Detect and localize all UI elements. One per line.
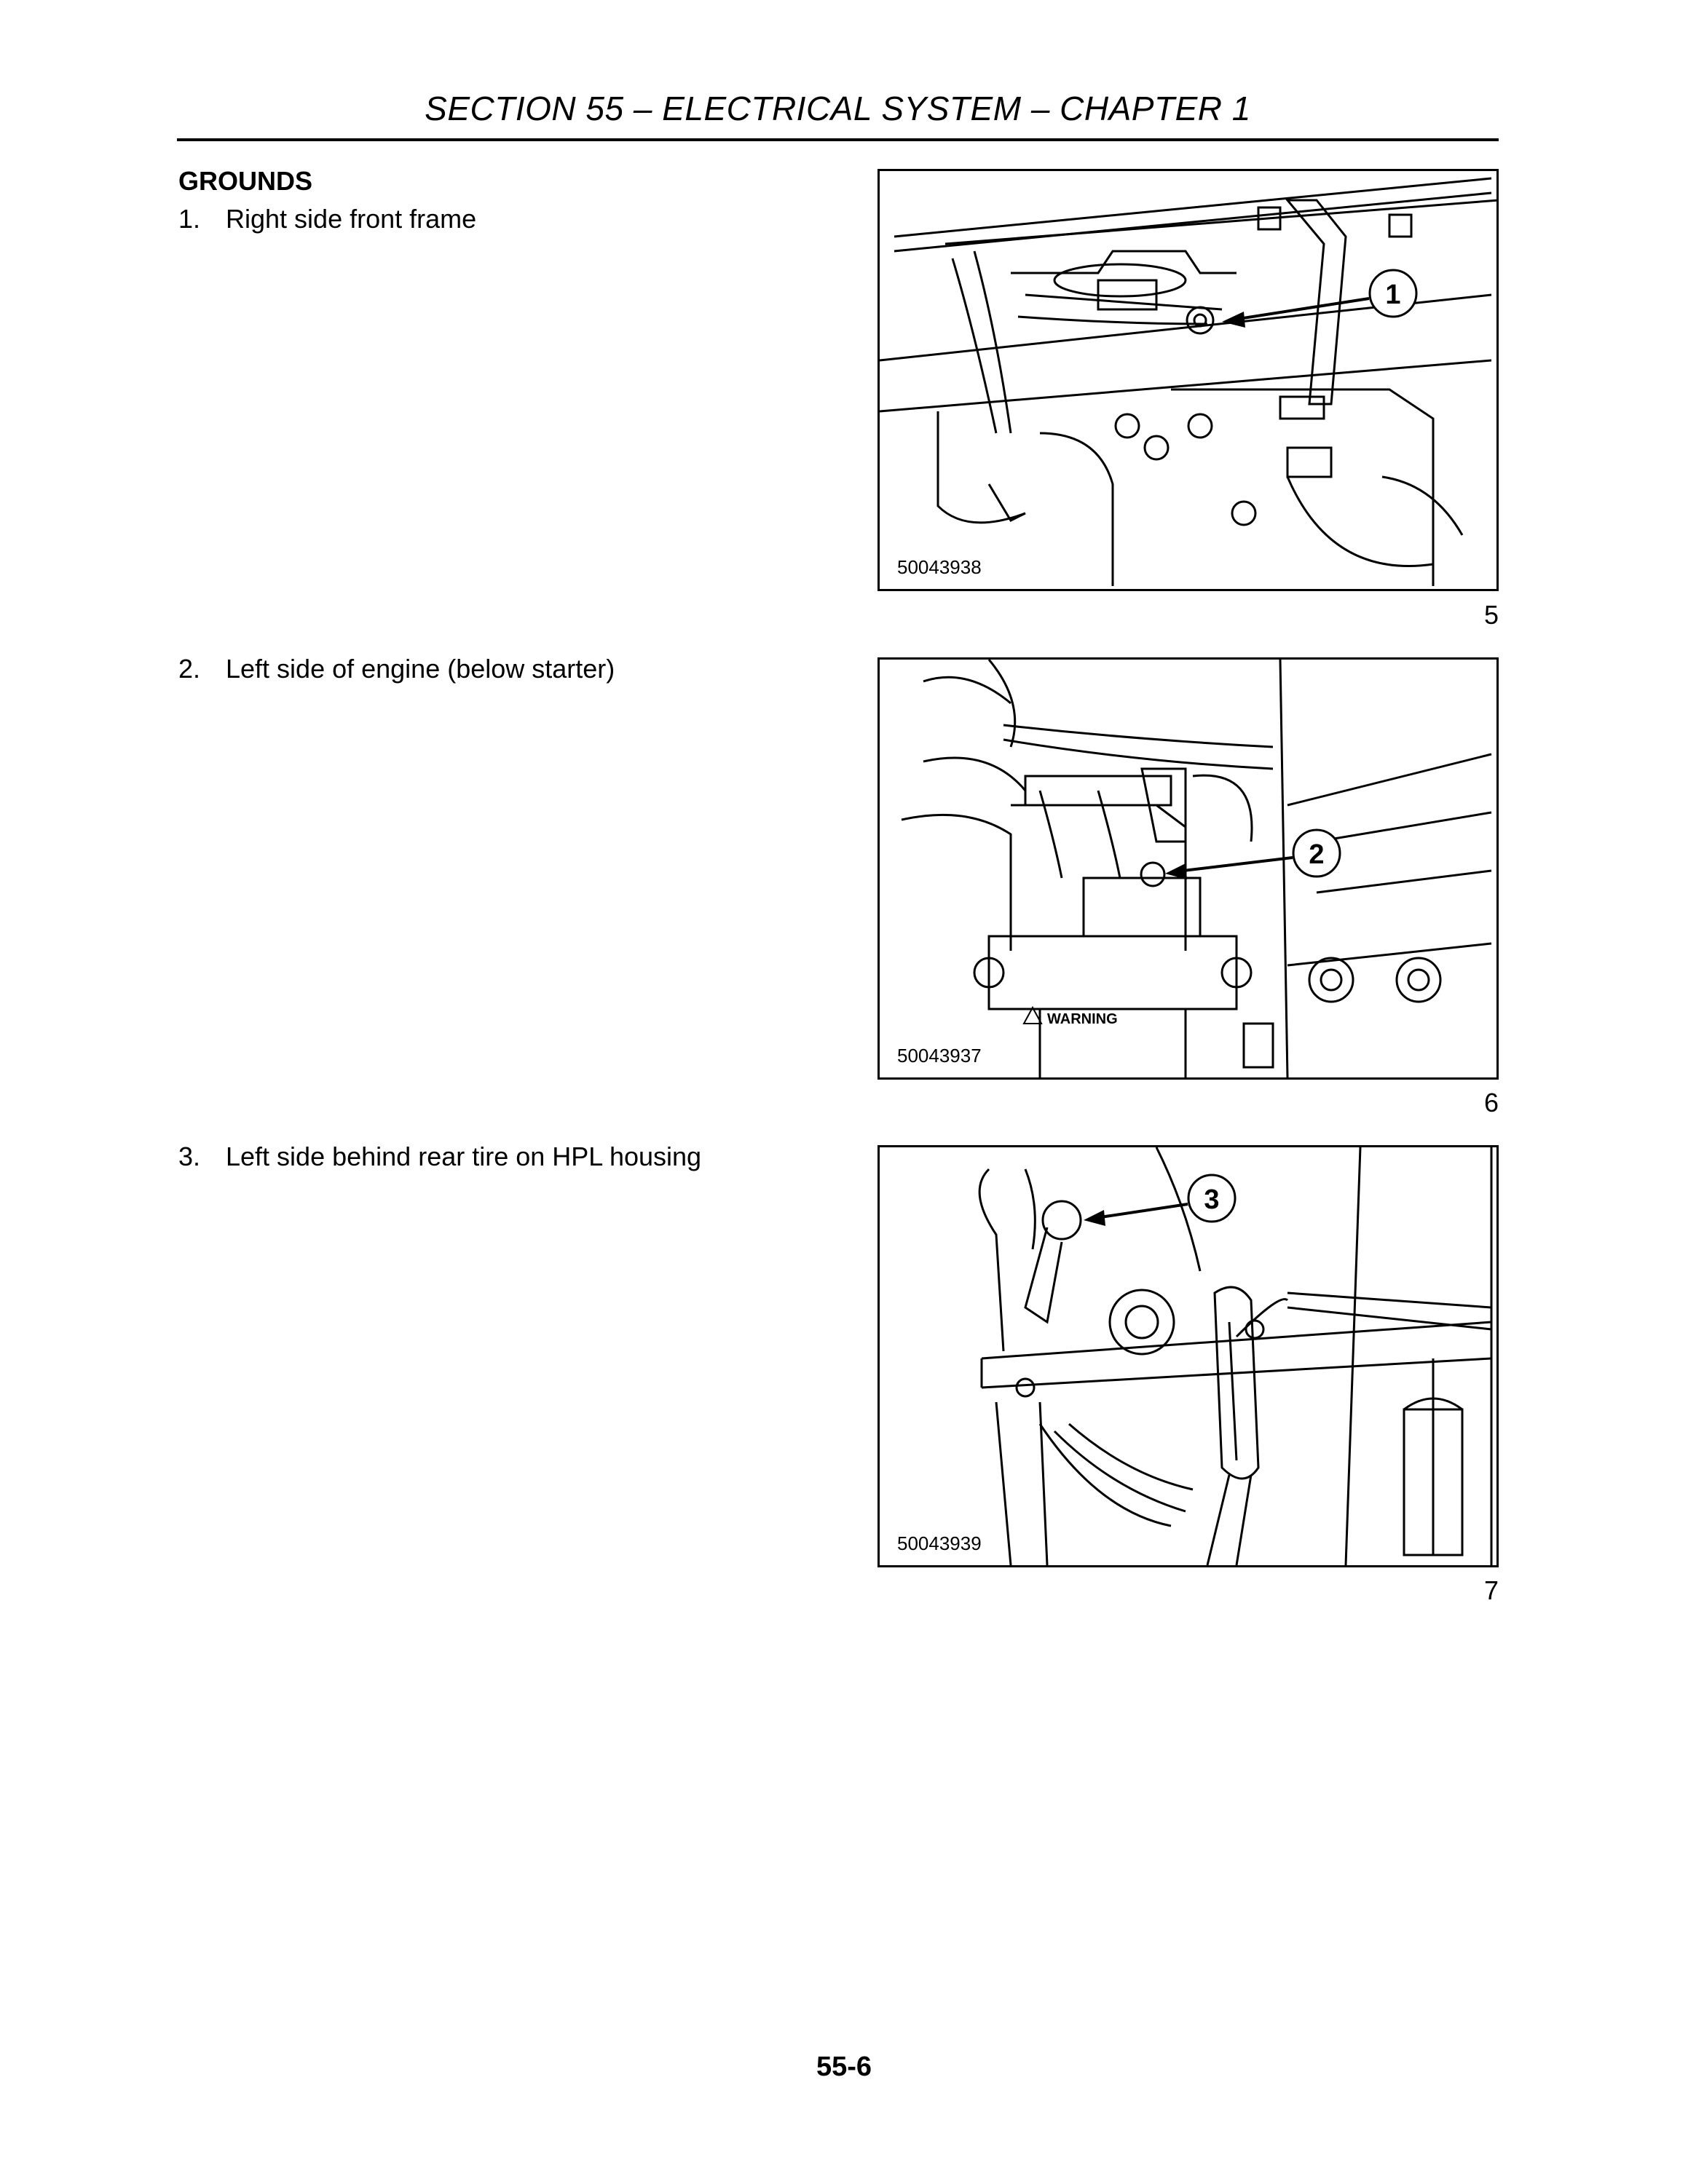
figure-image-id: 50043938 [894,556,985,579]
step-number: 3. [178,1142,201,1171]
callout-number: 3 [1204,1184,1219,1215]
engine-ground-illustration: WARNING 2 [901,660,1492,1077]
figure-image-id: 50043939 [894,1532,985,1555]
warning-triangle-icon [1022,1005,1043,1024]
grounds-heading: GROUNDS [178,166,313,196]
callout-arrow [1170,856,1293,874]
step-number: 2. [178,654,201,684]
figure-number: 5 [1483,600,1499,630]
figure-7-hpl-housing-ground: 3 50043939 [877,1145,1499,1567]
arrow-head-icon [1165,863,1187,879]
figure-image-id: 50043937 [894,1045,985,1067]
callout-arrow [1090,1203,1188,1220]
hpl-housing-ground-illustration: 3 [978,1147,1493,1565]
frame-ground-illustration: 1 [880,177,1496,586]
arrow-head-icon [1222,312,1245,328]
figure-number: 6 [1483,1088,1499,1117]
section-header: SECTION 55 – ELECTRICAL SYSTEM – CHAPTER… [425,90,1251,127]
step-2: 2. Left side of engine (below starter) [178,654,615,684]
callout-circle [1368,269,1418,318]
arrow-head-icon [1084,1210,1105,1226]
callout-circle [1292,828,1341,878]
callout-number: 1 [1385,280,1400,310]
callout-arrow [1228,297,1370,322]
header-divider [177,138,1499,141]
warning-label: WARNING [1047,1011,1118,1027]
figure-5-right-front-frame-ground: 1 50043938 [877,169,1499,591]
step-text: Right side front frame [226,204,477,234]
figure-number: 7 [1483,1575,1499,1605]
step-text: Left side of engine (below starter) [226,654,615,684]
callout-number: 2 [1309,839,1324,870]
step-number: 1. [178,204,201,234]
step-1: 1. Right side front frame [178,204,476,234]
figure-6-engine-starter-ground: WARNING 2 50043937 [877,657,1499,1080]
step-text: Left side behind rear tire on HPL housin… [226,1142,702,1171]
step-3: 3. Left side behind rear tire on HPL hous… [178,1142,701,1172]
callout-circle [1187,1174,1237,1223]
page-number: 55-6 [816,2052,872,2082]
